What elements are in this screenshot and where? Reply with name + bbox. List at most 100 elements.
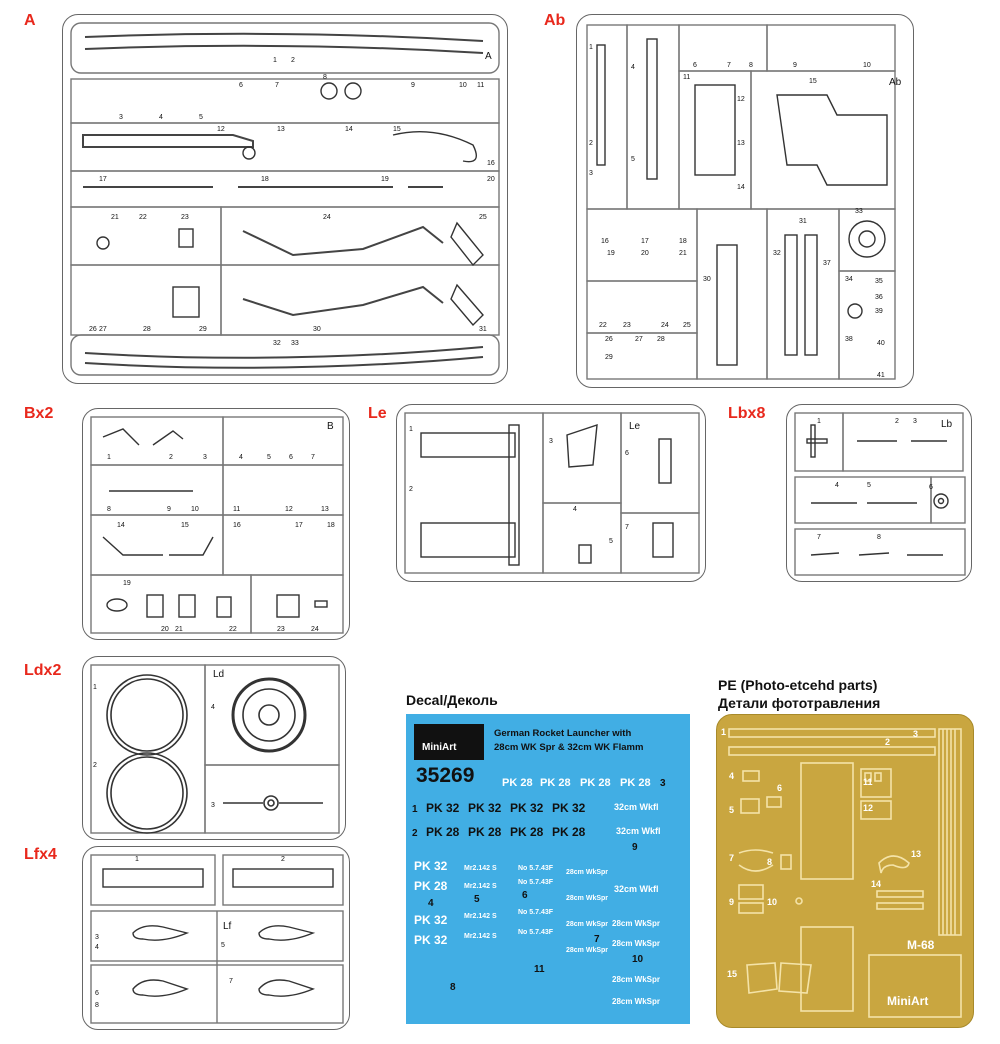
part-number: 32 [273,340,281,347]
decal-number: 5 [474,894,480,905]
part-number: 12 [737,96,745,103]
decal-number: 4 [428,898,434,909]
part-number: 1 [93,684,97,691]
part-number: 18 [679,238,687,245]
part-number: 36 [875,294,883,301]
part-number: 12 [217,126,225,133]
pe-number: 7 [729,853,734,863]
part-number: 27 [99,326,107,333]
part-number: 6 [239,82,243,89]
sprue-corner-letter: A [485,51,492,62]
decal-heading: Decal/Деколь [406,692,498,708]
decal-number: 2 [412,828,418,839]
part-number: 16 [487,160,495,167]
sprue-lf: 1 2 3 4 5 6 7 8 Lf [82,846,350,1030]
part-number: 31 [479,326,487,333]
part-number: 1 [589,44,593,51]
part-number: 26 [89,326,97,333]
pe-number: 3 [913,729,918,739]
pe-sheet: 1 2 3 4 5 6 7 8 9 10 11 12 13 14 15 M-68… [716,714,974,1028]
part-number: 5 [609,538,613,545]
part-number: 11 [477,82,484,89]
part-number: 3 [119,114,123,121]
part-number: 4 [239,454,243,461]
part-number: 29 [605,354,613,361]
sprue-lb: 1 2 3 4 5 6 7 8 Lb [786,404,972,582]
decal-wk-spr: 28cm WkSpr [566,895,608,902]
decal-pk28: PK 28 [510,825,544,839]
decal-number: 3 [660,778,666,789]
decal-pk28: PK 28 [502,777,533,789]
sprue-label-b: Bx2 [24,405,54,422]
pe-number: 13 [911,849,921,859]
decal-pk32: PK 32 [426,801,460,815]
part-number: 5 [867,482,871,489]
decal-number: 11 [534,964,545,975]
part-number: 1 [409,426,413,433]
part-number: 2 [409,486,413,493]
decal-wk-spr: 28cm WkSpr [612,939,660,948]
decal-pk32: PK 32 [414,933,448,947]
part-number: 22 [229,626,237,633]
part-number: 2 [589,140,593,147]
part-number: 6 [95,990,99,997]
miniart-logo [414,724,484,760]
part-number: 5 [267,454,271,461]
sprue-a-drawing: 1 2 3 4 5 6 7 8 9 10 11 12 13 14 15 16 1… [70,22,500,376]
part-number: 24 [661,322,669,329]
part-number: 1 [135,856,139,863]
decal-kit-number: 35269 [416,764,474,787]
sprue-corner-letter: Ab [889,77,902,88]
decal-number: 7 [594,934,600,945]
part-number: 5 [631,156,635,163]
part-number: 5 [221,942,225,949]
decal-pk28: PK 28 [580,777,611,789]
part-number: 7 [311,454,315,461]
part-number: 9 [411,82,415,89]
part-number: 10 [459,82,467,89]
part-number: 8 [323,74,327,81]
part-number: 4 [95,944,99,951]
part-number: 22 [139,214,147,221]
decal-wk-code-a: Mr2.142 S [464,933,497,940]
part-number: 25 [479,214,487,221]
decal-pk32: PK 32 [510,801,544,815]
part-number: 17 [641,238,649,245]
part-number: 28 [143,326,151,333]
pe-number: 2 [885,737,890,747]
part-number: 28 [657,336,665,343]
part-number: 7 [817,534,821,541]
sprue-label-a: A [24,12,36,29]
part-number: 24 [323,214,331,221]
decal-pk32: PK 32 [414,913,448,927]
part-number: 4 [159,114,163,121]
part-number: 8 [877,534,881,541]
decal-number: 10 [632,954,644,965]
sprue-corner-letter: Le [629,421,641,432]
part-number: 13 [321,506,329,513]
part-number: 6 [289,454,293,461]
decal-pk32: PK 32 [414,859,448,873]
pe-number: 8 [767,857,772,867]
pe-brand: MiniArt [887,994,928,1008]
sprue-label-le: Le [368,405,387,422]
decal-pk32: PK 32 [468,801,502,815]
pe-number: 1 [721,727,726,737]
sprue-corner-letter: Ld [213,669,224,680]
decal-number: 8 [450,982,456,993]
pe-number: 5 [729,805,734,815]
part-number: 3 [203,454,207,461]
part-number: 4 [211,704,215,711]
part-number: 35 [875,278,883,285]
decal-wk-flamm: 32cm Wkfl [616,826,661,836]
pe-number: 9 [729,897,734,907]
decal-wk-code-b: No 5.7.43F [518,865,554,872]
decal-wk-spr: 28cm WkSpr [612,997,660,1006]
part-number: 29 [199,326,207,333]
part-number: 3 [913,418,917,425]
part-number: 17 [99,176,107,183]
part-number: 16 [233,522,241,529]
part-number: 5 [199,114,203,121]
part-number: 1 [107,454,111,461]
part-number: 4 [631,64,635,71]
